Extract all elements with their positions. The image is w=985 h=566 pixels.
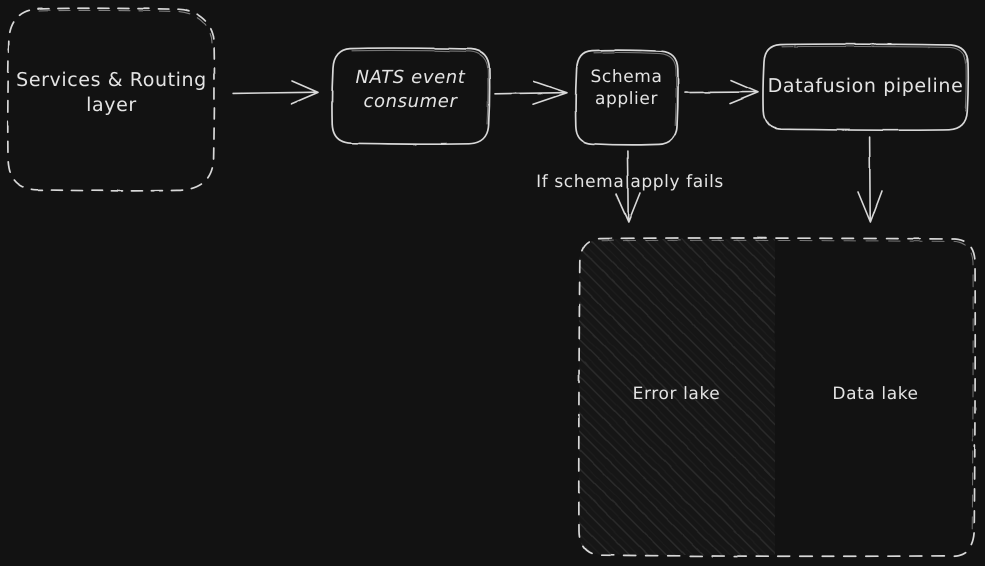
node-lakes-border bbox=[577, 237, 977, 558]
error-lake-hachure-fill bbox=[579, 239, 775, 555]
node-datafusion-border bbox=[762, 43, 970, 132]
edge-schema-to-datafusion bbox=[684, 79, 759, 105]
edge-nats-to-schema bbox=[494, 80, 568, 105]
node-services-border bbox=[6, 7, 216, 192]
edge-datafusion-to-data-lake bbox=[857, 136, 883, 223]
edge-services-to-nats bbox=[232, 80, 319, 105]
node-schema-border bbox=[574, 49, 679, 146]
node-nats-border bbox=[331, 47, 491, 146]
edge-schema-to-error-lake bbox=[615, 150, 641, 223]
